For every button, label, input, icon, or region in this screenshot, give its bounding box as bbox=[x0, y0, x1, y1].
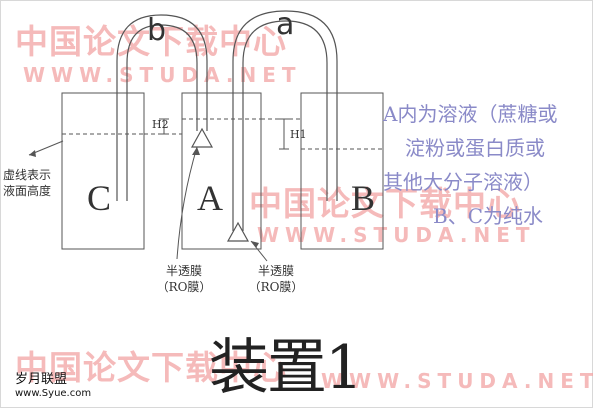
tube-b-label: b bbox=[147, 13, 167, 48]
watermark-en-top: WWW.STUDA.NET bbox=[23, 63, 302, 87]
h2-label: H2 bbox=[152, 118, 169, 131]
logo-url: www.Syue.com bbox=[15, 388, 92, 399]
membrane-right-note: 半透膜 （RO膜） bbox=[248, 264, 304, 294]
side-line-4: B、C为纯水 bbox=[433, 204, 543, 228]
membrane-a bbox=[226, 221, 250, 242]
h1-label: H1 bbox=[290, 128, 307, 141]
side-line-2: 淀粉或蛋白质或 bbox=[405, 136, 545, 160]
side-line-1: A内为溶液（蔗糖或 bbox=[383, 102, 558, 126]
membrane-b bbox=[190, 127, 214, 148]
watermark-cn-top: 中国论文下载中心 bbox=[15, 22, 287, 61]
beaker-b bbox=[300, 92, 384, 250]
tube-a-label: a bbox=[276, 7, 295, 42]
beaker-c-label: C bbox=[87, 178, 112, 218]
tube-b bbox=[116, 14, 208, 201]
watermark-cn-bottom: 中国论文下载中心 bbox=[15, 348, 287, 387]
figure-title: 装置1 bbox=[209, 333, 363, 403]
beaker-a bbox=[181, 92, 262, 250]
logo-brand: 岁月联盟 bbox=[15, 372, 68, 387]
site-logo: 岁月联盟 www.Syue.com bbox=[15, 373, 91, 401]
side-line-3: 其他大分子溶液） bbox=[383, 170, 543, 194]
watermark-cn-middle: 中国论文下载中心 bbox=[249, 184, 521, 223]
beaker-a-label: A bbox=[197, 178, 223, 218]
tube-a bbox=[232, 10, 338, 231]
watermark-en-bottom: WWW.STUDA.NET bbox=[321, 369, 593, 393]
watermark-en-middle: WWW.STUDA.NET bbox=[257, 223, 536, 247]
beaker-c bbox=[61, 92, 145, 250]
membrane-left-arrow bbox=[176, 146, 198, 260]
side-description: A内为溶液（蔗糖或 淀粉或蛋白质或 其他大分子溶液） B、C为纯水 bbox=[383, 97, 593, 233]
dashed-line-note: 虚线表示 液面高度 bbox=[3, 168, 52, 198]
membrane-left-note: 半透膜 （RO膜） bbox=[156, 264, 212, 294]
beaker-b-label: B bbox=[351, 178, 376, 218]
